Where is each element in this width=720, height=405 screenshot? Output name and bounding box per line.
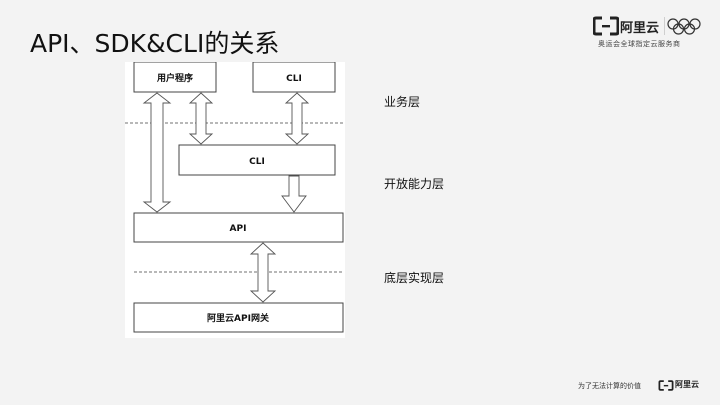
aliyun-logo-icon — [593, 16, 619, 36]
brand-tagline: 奥运会全球指定云服务商 — [598, 40, 681, 48]
footer-slogan: 为了无法计算的价值 — [578, 382, 641, 390]
olympic-rings-icon — [664, 17, 701, 35]
footer-brand-name: 阿里云 — [675, 380, 699, 389]
layer-label-business: 业务层 — [384, 95, 421, 109]
box-cli-middle-label: CLI — [249, 157, 265, 167]
diagram-canvas: 用户程序 CLI CLI API 阿里云API网关 — [125, 61, 345, 333]
box-cli-top-label: CLI — [286, 74, 302, 84]
box-api-gateway — [133, 302, 344, 333]
arrow-api-to-gateway — [249, 242, 277, 303]
arrow-user-to-cli — [188, 92, 214, 145]
brand-name: 阿里云 — [620, 21, 660, 36]
arrow-cli-to-cli — [284, 92, 310, 145]
box-cli-top — [252, 61, 336, 93]
box-api — [133, 212, 344, 243]
box-api-label: API — [230, 224, 247, 234]
box-cli-middle — [178, 144, 336, 176]
brand-header: 阿里云 奥运会全球指定云服务商 — [593, 14, 705, 54]
arrow-user-to-api — [142, 92, 172, 213]
box-user-program — [133, 61, 217, 93]
box-user-program-label: 用户程序 — [156, 72, 193, 84]
box-api-gateway-label: 阿里云API网关 — [207, 312, 269, 324]
architecture-diagram: 用户程序 CLI CLI API 阿里云API网关 — [125, 61, 345, 338]
footer-aliyun-logo-icon — [658, 380, 674, 391]
layer-label-open-capability: 开放能力层 — [384, 177, 445, 191]
slide-title: API、SDK&CLI的关系 — [30, 29, 280, 58]
layer-label-base-impl: 底层实现层 — [384, 271, 445, 285]
arrow-cli-to-api — [281, 175, 307, 213]
